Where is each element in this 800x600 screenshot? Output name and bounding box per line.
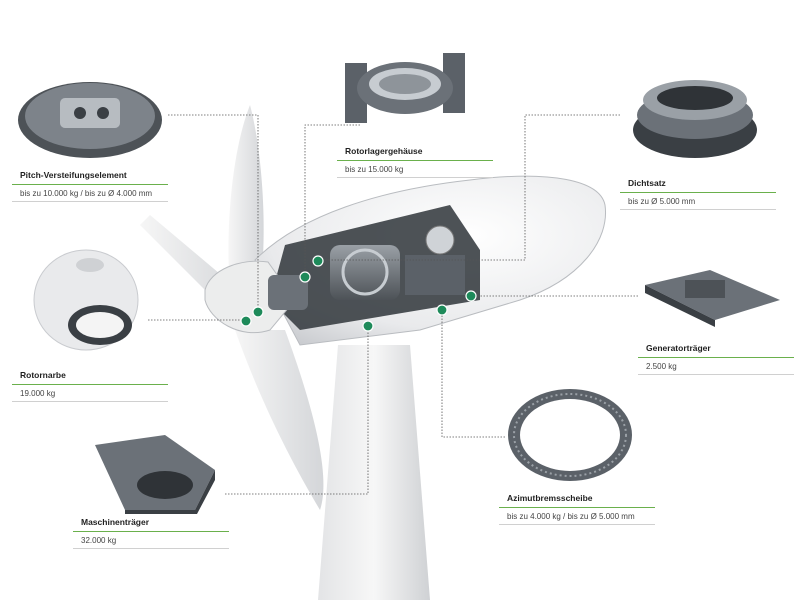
card-title: Maschinenträger — [73, 515, 229, 532]
card-rule — [337, 177, 493, 178]
maschinentraeger-image — [95, 435, 215, 514]
marker-dichtsatz — [312, 255, 324, 267]
marker-generatortraeger — [465, 290, 477, 302]
card-azimut: Azimutbremsscheibe bis zu 4.000 kg / bis… — [499, 491, 655, 525]
rotorlager-image — [345, 53, 465, 123]
card-dichtsatz: Dichtsatz bis zu Ø 5.000 mm — [620, 176, 776, 210]
leader-azimut — [441, 310, 505, 438]
card-spec: bis zu 10.000 kg / bis zu Ø 4.000 mm — [20, 189, 153, 198]
leader-dichtsatz — [320, 114, 620, 261]
marker-maschinentraeger — [362, 320, 374, 332]
card-pitch: Pitch-Versteifungselement bis zu 10.000 … — [12, 168, 168, 202]
leader-rotorlager — [304, 124, 360, 275]
card-title: Dichtsatz — [620, 176, 776, 193]
gearbox — [330, 245, 400, 300]
card-spec: bis zu Ø 5.000 mm — [628, 197, 696, 206]
blade-bottom — [235, 330, 324, 510]
card-spec: 32.000 kg — [81, 536, 117, 545]
card-rotornabe: Rotornarbe 19.000 kg — [12, 368, 168, 402]
leader-pitch — [168, 114, 259, 310]
card-rule — [499, 524, 655, 525]
dichtsatz-image — [633, 80, 757, 158]
marker-pitch — [252, 306, 264, 318]
card-rule — [620, 209, 776, 210]
leader-lines — [148, 114, 638, 495]
marker-rotornabe — [240, 315, 252, 327]
card-rule — [12, 201, 168, 202]
card-rule — [638, 374, 794, 375]
generatortraeger-image — [645, 270, 780, 327]
markers — [240, 255, 477, 332]
pitch-element-image — [18, 82, 162, 158]
card-title: Pitch-Versteifungselement — [12, 168, 168, 185]
card-title: Azimutbremsscheibe — [499, 491, 655, 508]
card-spec: 19.000 kg — [20, 389, 56, 398]
blade-top — [228, 105, 264, 290]
marker-rotorlager — [299, 271, 311, 283]
card-spec: bis zu 4.000 kg / bis zu Ø 5.000 mm — [507, 512, 635, 521]
card-title: Rotorlagergehäuse — [337, 144, 493, 161]
card-title: Generatorträger — [638, 341, 794, 358]
card-maschinentraeger: Maschinenträger 32.000 kg — [73, 515, 229, 549]
fan-unit — [425, 225, 455, 255]
azimutbremsscheibe-image — [508, 389, 632, 481]
card-rule — [12, 401, 168, 402]
hub-flange — [268, 275, 308, 310]
card-rule — [73, 548, 229, 549]
marker-azimut — [436, 304, 448, 316]
card-generatortraeger: Generatorträger 2.500 kg — [638, 341, 794, 375]
leader-maschinentraeger — [225, 326, 369, 495]
generator — [405, 255, 465, 295]
rotornabe-image — [33, 249, 139, 351]
card-spec: bis zu 15.000 kg — [345, 165, 404, 174]
gear-ring — [341, 248, 389, 296]
card-spec: 2.500 kg — [646, 362, 677, 371]
card-rotorlager: Rotorlagergehäuse bis zu 15.000 kg — [337, 144, 493, 178]
card-title: Rotornarbe — [12, 368, 168, 385]
tower — [318, 345, 430, 600]
